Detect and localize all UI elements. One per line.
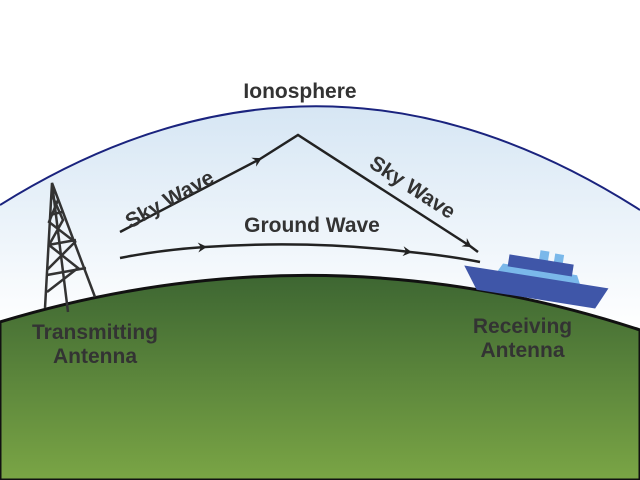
ground-wave-path	[119, 242, 481, 264]
ship-icon	[464, 250, 609, 309]
earth-ground	[0, 273, 640, 480]
receiving-label-line2: Antenna	[480, 339, 565, 362]
ionosphere-label: Ionosphere	[243, 80, 357, 103]
receiving-label-line1: Receiving	[472, 315, 573, 338]
transmitting-antenna-label: Transmitting Antenna	[10, 321, 180, 369]
receiving-antenna-label: Receiving Antenna	[450, 315, 595, 363]
ground-wave-label: Ground Wave	[244, 214, 380, 237]
transmitting-label-line2: Antenna	[53, 345, 137, 368]
transmitting-antenna-tower-icon	[43, 182, 97, 313]
transmitting-label-line1: Transmitting	[31, 321, 158, 344]
sky-wave-path	[119, 133, 479, 253]
ionosphere-line	[0, 105, 640, 211]
